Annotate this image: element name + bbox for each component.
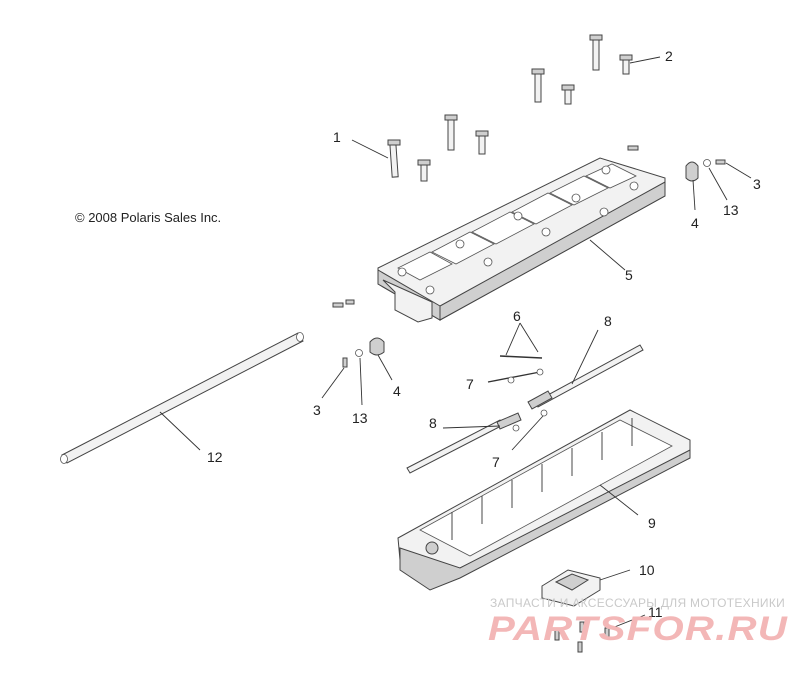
part-6-pins [499,322,543,359]
part-13-washer-right [703,159,728,201]
part-12-rod [60,332,304,464]
callout-1: 1 [333,129,341,145]
part-3-screw-right [715,159,752,179]
part-10-latch [541,569,631,607]
callout-5: 5 [625,267,633,283]
callout-9: 9 [648,515,656,531]
callout-12: 12 [207,449,223,465]
part-1-screws [351,114,489,182]
base-ribs [451,418,633,540]
callout-7-bottom: 7 [492,454,500,470]
part-8-strap-left [406,412,522,474]
callout-8-left: 8 [429,415,437,431]
part-8-strap-right [527,329,644,410]
callout-4-right: 4 [691,215,699,231]
callout-labels: 1 2 3 3 4 4 5 6 7 7 8 8 9 10 11 12 13 13 [207,48,761,620]
callout-3-left: 3 [313,402,321,418]
part-4-clip-right [685,161,699,211]
callout-2: 2 [665,48,673,64]
part-9-lower-base [397,409,691,591]
part-5-upper-tray [377,157,666,323]
callout-10: 10 [639,562,655,578]
part-7-washers-top [487,368,544,384]
small-pins [332,145,639,308]
callout-13-left: 13 [352,410,368,426]
callout-3-right: 3 [753,176,761,192]
part-2-screws [531,34,661,105]
copyright-text: © 2008 Polaris Sales Inc. [75,210,221,225]
callout-4-left: 4 [393,383,401,399]
callout-8-right: 8 [604,313,612,329]
part-3-screw-left [321,357,348,399]
callout-13-right: 13 [723,202,739,218]
callout-7-top: 7 [466,376,474,392]
part-7-washers-bottom [511,409,548,451]
watermark-tagline: ЗАПЧАСТИ И АКСЕССУАРЫ ДЛЯ МОТОТЕХНИКИ [490,596,785,610]
watermark-brand: PARTSFOR.RU [488,610,789,648]
part-11-screws [554,614,646,653]
part-4-clip-left [369,337,393,381]
callout-11: 11 [648,604,663,620]
watermark: ЗАПЧАСТИ И АКСЕССУАРЫ ДЛЯ МОТОТЕХНИКИ PA… [488,596,789,648]
part-13-washer-left [355,349,363,406]
callout-6: 6 [513,308,521,324]
